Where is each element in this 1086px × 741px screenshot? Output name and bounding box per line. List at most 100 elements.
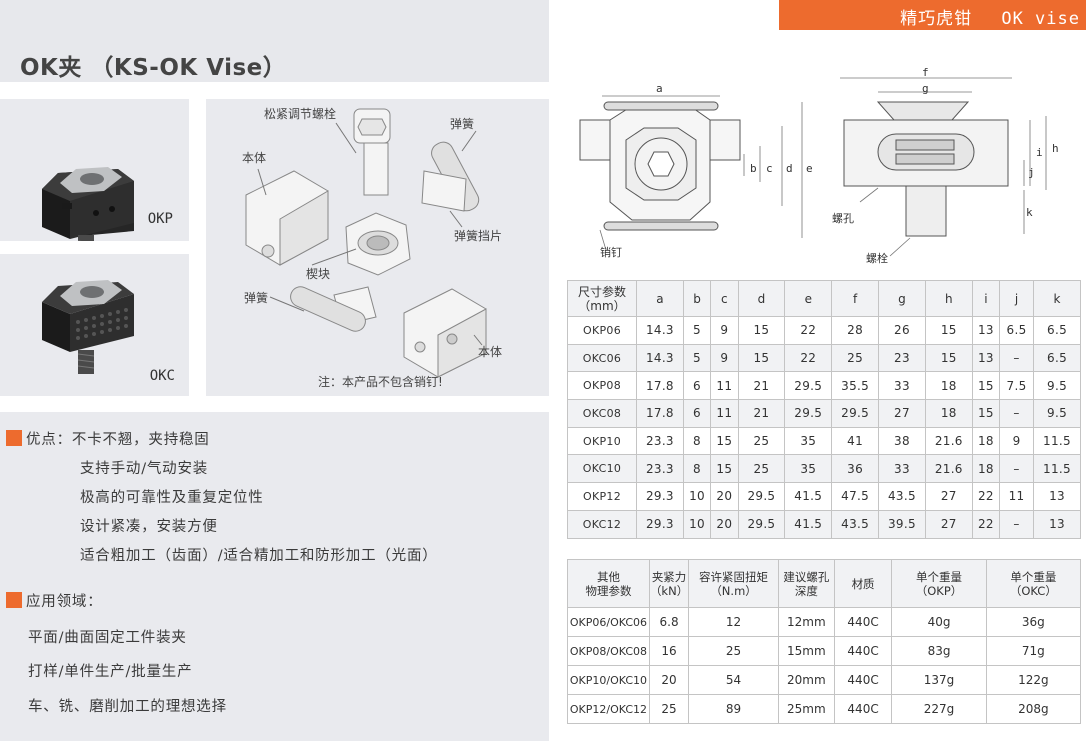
value-cell: 5 [682,343,712,373]
value-cell: 11.5 [1033,426,1081,456]
model-cell: OKP06 [567,316,637,345]
application-item: 打样/单件生产/批量生产 [28,664,193,680]
value-cell: 137g [891,665,987,695]
value-cell: 29.5 [784,399,833,428]
dim-f: f [922,66,929,79]
value-cell: 27 [924,509,973,539]
value-cell: 22 [971,482,1001,511]
value-cell: 29.5 [737,482,786,511]
value-cell: – [999,509,1035,539]
value-cell: 41.5 [784,509,833,539]
value-cell: 36 [831,454,880,484]
model-cell: OKP08/OKC08 [567,636,650,666]
okp-photo: OKP [0,99,189,259]
value-cell: 39.5 [878,509,926,539]
value-cell: 20 [648,665,690,695]
value-cell: 11 [710,399,739,428]
value-cell: 36g [985,607,1082,637]
value-cell: 18 [971,454,1001,484]
value-cell: 440C [833,665,893,695]
okc-product-image [42,280,134,374]
value-cell: 15mm [777,636,835,666]
application-item: 车、铣、磨削加工的理想选择 [28,699,227,715]
value-cell: 25 [688,636,779,666]
value-cell: 6 [682,371,712,401]
col-j: j [999,280,1035,317]
page-title: OK夹 （KS-OK Vise） [20,55,287,81]
value-cell: 21.6 [924,426,973,456]
physical-header-cell: 容许紧固扭矩（N.m） [688,559,779,608]
value-cell: 18 [924,371,973,401]
value-cell: 440C [833,636,893,666]
value-cell: 35 [784,454,833,484]
value-cell: 14.3 [636,343,684,373]
value-cell: 26 [878,316,926,345]
value-cell: 71g [985,636,1082,666]
value-cell: 21 [737,399,786,428]
value-cell: 18 [971,426,1001,456]
col-k: k [1033,280,1081,317]
value-cell: 227g [891,694,987,724]
col-d: d [737,280,786,317]
physical-header-cell: 单个重量（OKC） [985,559,1082,608]
physical-table-header: 其他物理参数夹紧力（kN）容许紧固扭矩（N.m）建议螺孔深度材质单个重量（OKP… [567,559,1082,608]
value-cell: 83g [891,636,987,666]
model-cell: OKC12 [567,509,637,539]
model-cell: OKP08 [567,371,637,401]
dim-d: d [786,162,793,175]
applications-row: 应用领域： [6,590,103,611]
label-pin: 销钉 [600,246,622,259]
value-cell: 27 [878,399,926,428]
value-cell: 440C [833,607,893,637]
orange-square-icon [6,592,22,608]
value-cell: 25 [737,454,786,484]
label-spring-left: 弹簧 [244,291,269,305]
value-cell: 13 [1033,482,1081,511]
model-cell: OKP10 [567,426,637,456]
dim-b: b [750,162,757,175]
value-cell: 43.5 [831,509,880,539]
value-cell: 22 [971,509,1001,539]
value-cell: 15 [924,343,973,373]
value-cell: 21.6 [924,454,973,484]
value-cell: 29.3 [636,509,684,539]
value-cell: 27 [924,482,973,511]
dimension-drawing [579,77,1047,257]
label-body-bottom: 本体 [478,345,503,359]
value-cell: 18 [924,399,973,428]
value-cell: 15 [737,316,786,345]
value-cell: 10 [682,509,712,539]
value-cell: 7.5 [999,371,1035,401]
value-cell: 15 [710,426,739,456]
value-cell: 33 [878,454,926,484]
value-cell: 15 [971,371,1001,401]
label-screw-hole: 螺孔 [832,212,854,225]
value-cell: 23 [878,343,926,373]
advantage-item: 不卡不翘，夹持稳固 [71,432,210,448]
physical-header-cell: 材质 [833,559,893,608]
value-cell: 29.5 [737,509,786,539]
banner-text: 精巧虎钳 OK vise [900,9,1080,29]
label-spring-plate: 弹簧挡片 [454,229,503,243]
value-cell: 33 [878,371,926,401]
value-cell: 47.5 [831,482,880,511]
value-cell: 20 [710,482,739,511]
advantage-item: 极高的可靠性及重复定位性 [80,490,264,506]
value-cell: 23.3 [636,426,684,456]
value-cell: 6.5 [1033,316,1081,345]
value-cell: 11.5 [1033,454,1081,484]
value-cell: 20 [710,509,739,539]
physical-header-cell: 建议螺孔深度 [777,559,835,608]
value-cell: 6 [682,399,712,428]
okp-label: OKP [147,211,173,227]
physical-table: 其他物理参数夹紧力（kN）容许紧固扭矩（N.m）建议螺孔深度材质单个重量（OKP… [567,559,1082,724]
dim-g: g [922,82,929,95]
value-cell: 9.5 [1033,399,1081,428]
